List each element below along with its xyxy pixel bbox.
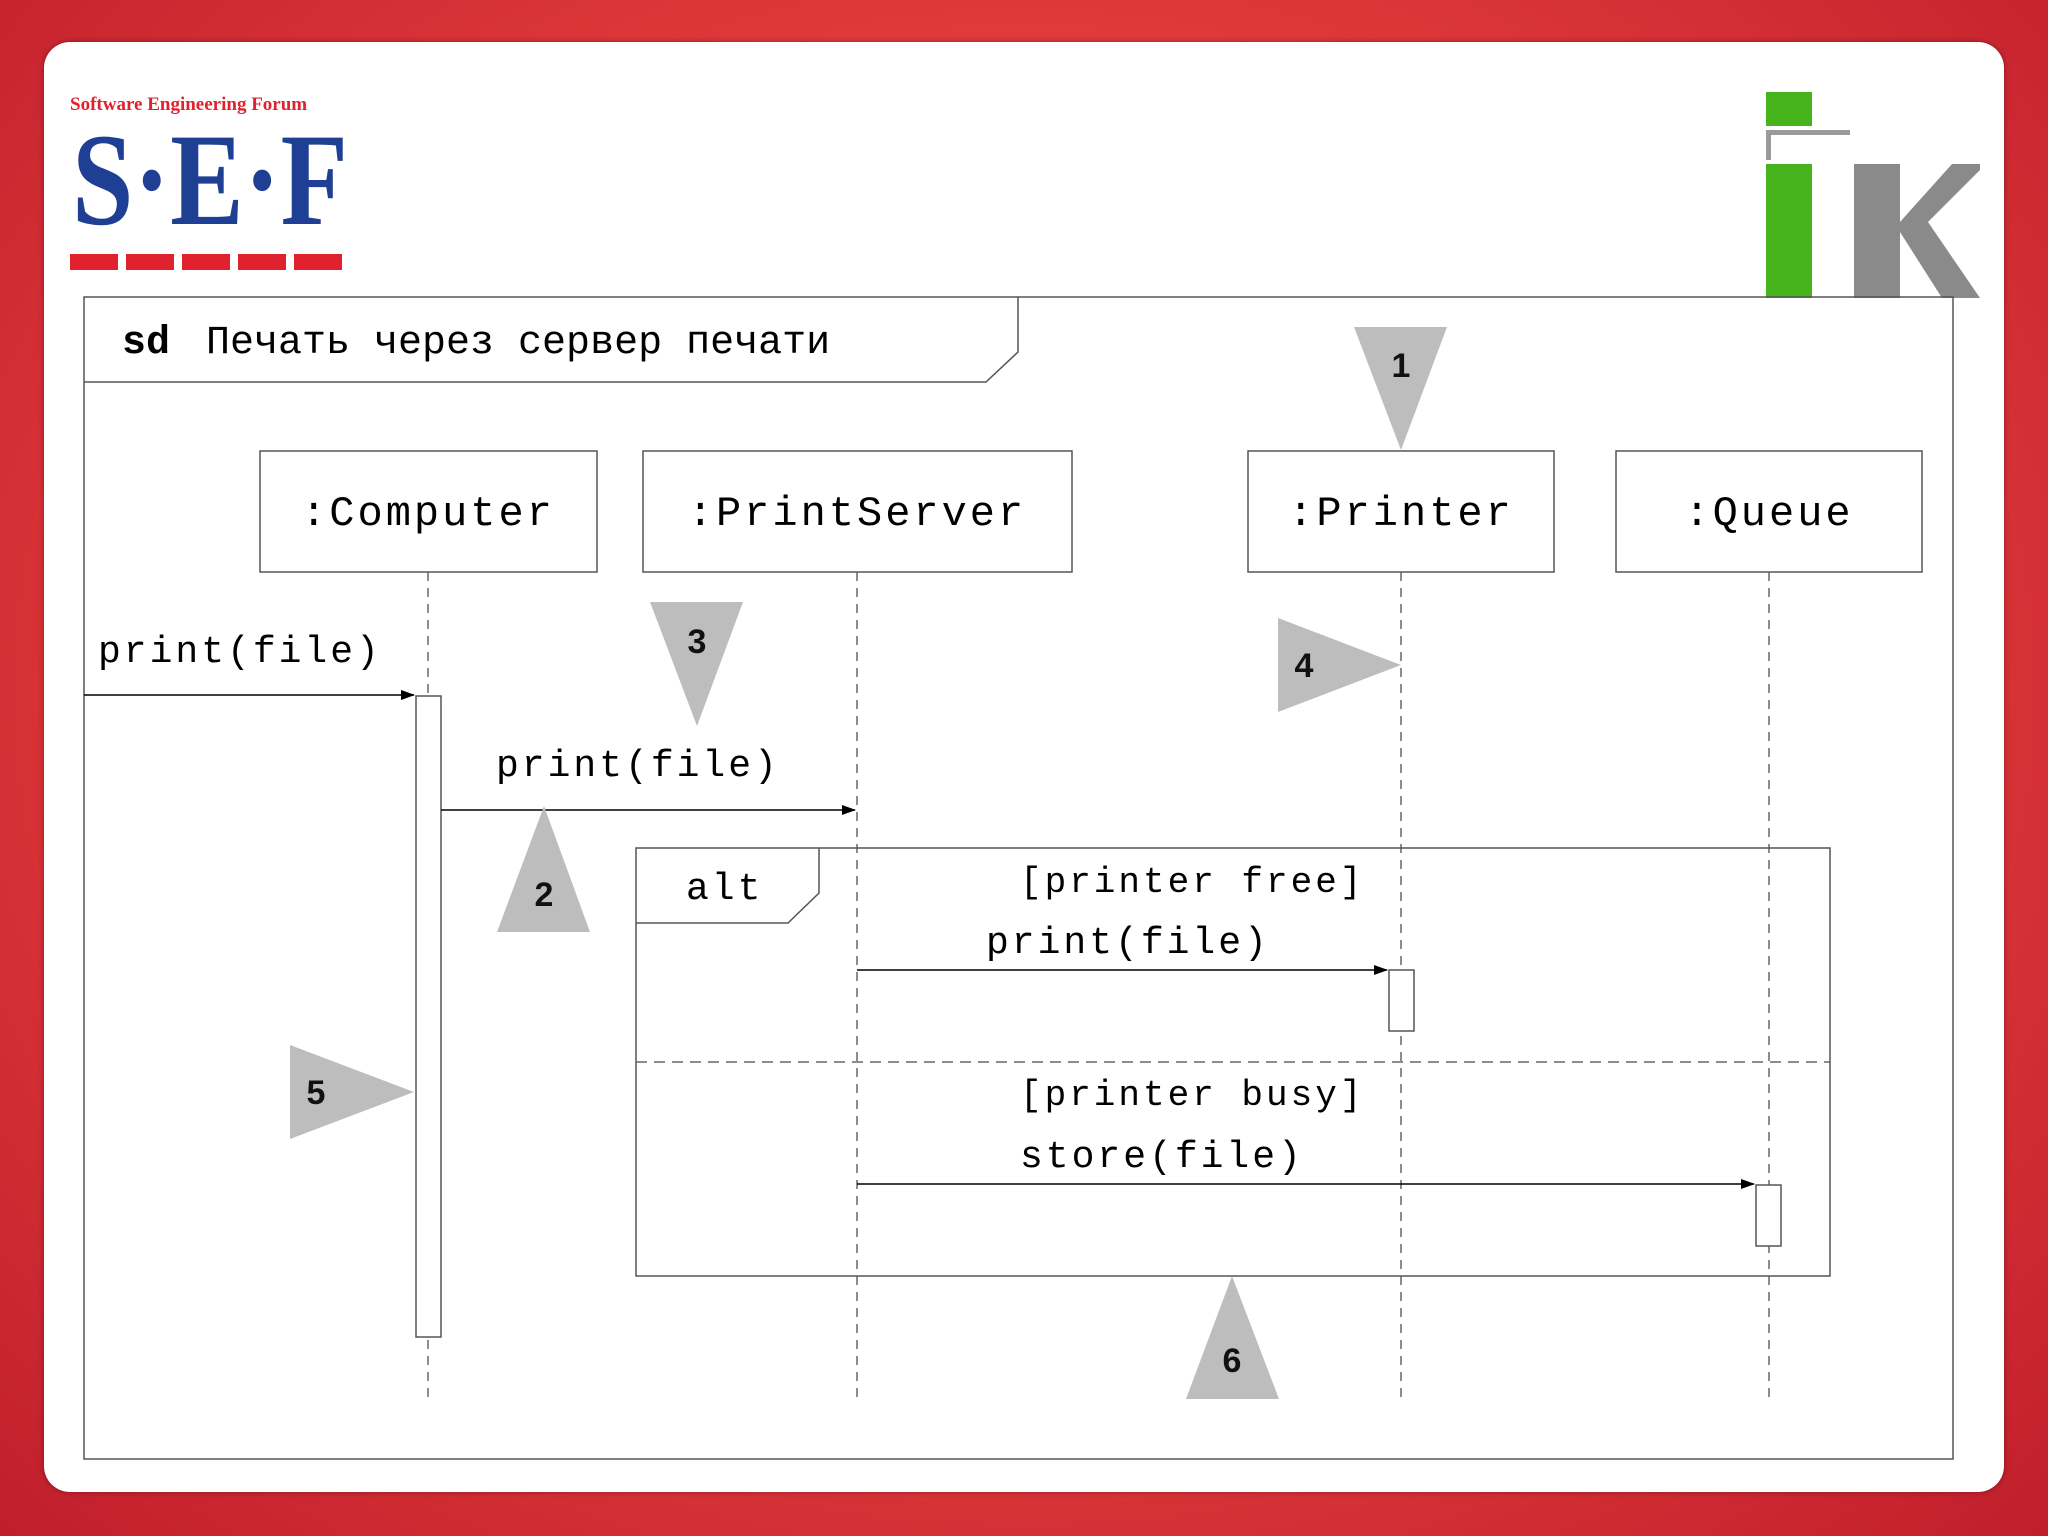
alt-fragment-tab bbox=[636, 848, 820, 924]
lifeline-label-queue: :Queue bbox=[1684, 490, 1853, 538]
ik-stem bbox=[1766, 164, 1812, 298]
sd-keyword: sd bbox=[122, 321, 170, 366]
alt-operator: alt bbox=[686, 868, 763, 911]
sef-logo: Software Engineering Forum S·E·F bbox=[70, 94, 350, 274]
marker-3-label: 3 bbox=[688, 623, 707, 661]
lifeline-head-printer bbox=[1247, 450, 1555, 573]
message-label-4: store(file) bbox=[1020, 1136, 1304, 1179]
svg-text:sd: sd bbox=[122, 321, 170, 366]
marker-5-label: 5 bbox=[307, 1074, 326, 1112]
sef-forum-caption: Software Engineering Forum bbox=[70, 94, 308, 115]
sef-bar-5 bbox=[294, 254, 342, 270]
lifeline-head-printserver bbox=[642, 450, 1073, 573]
marker-1-triangle bbox=[1354, 327, 1447, 450]
message-label-3: print(file) bbox=[986, 922, 1270, 965]
sd-frame-tab bbox=[84, 297, 1019, 383]
sef-bar-1 bbox=[70, 254, 118, 270]
marker-2-label: 2 bbox=[535, 876, 554, 914]
marker-4-triangle bbox=[1278, 618, 1401, 712]
lifeline-label-printer: :Printer bbox=[1288, 490, 1514, 538]
marker-3-triangle bbox=[650, 602, 743, 726]
activation-queue bbox=[1755, 1184, 1782, 1247]
message-label-1: print(file) bbox=[98, 631, 382, 674]
ik-k-arms bbox=[1900, 164, 1980, 298]
sd-title: Печать через сервер печати bbox=[206, 321, 830, 366]
ik-rule-top bbox=[1766, 130, 1850, 135]
ik-logo: iK bbox=[1766, 92, 1980, 298]
marker-6-triangle bbox=[1186, 1276, 1279, 1399]
sef-letters-graphic: S·E·F bbox=[70, 116, 348, 270]
sef-bar-4 bbox=[238, 254, 286, 270]
ik-rule-left bbox=[1766, 130, 1771, 160]
lifeline-label-computer: :Computer bbox=[301, 490, 555, 538]
message-label-2: print(file) bbox=[496, 745, 780, 788]
sef-bar-3 bbox=[182, 254, 230, 270]
ik-dot bbox=[1766, 92, 1812, 126]
sef-bar-2 bbox=[126, 254, 174, 270]
sef-mark-text: S·E·F bbox=[72, 116, 348, 253]
marker-1-label: 1 bbox=[1392, 347, 1411, 385]
activation-printer bbox=[1388, 969, 1415, 1032]
lifeline-head-queue bbox=[1615, 450, 1923, 573]
ik-k-stem bbox=[1854, 164, 1900, 298]
slide-card bbox=[44, 42, 2004, 1492]
guard-printer-free: [printer free] bbox=[1020, 862, 1364, 903]
guard-printer-busy: [printer busy] bbox=[1020, 1075, 1364, 1116]
lifeline-head-computer bbox=[259, 450, 598, 573]
marker-2-triangle bbox=[497, 806, 590, 932]
lifeline-label-printserver: :PrintServer bbox=[688, 490, 1026, 538]
marker-4-label: 4 bbox=[1295, 647, 1314, 685]
marker-6-label: 6 bbox=[1223, 1342, 1242, 1380]
marker-5-triangle bbox=[290, 1045, 414, 1139]
activation-computer bbox=[415, 695, 442, 1338]
